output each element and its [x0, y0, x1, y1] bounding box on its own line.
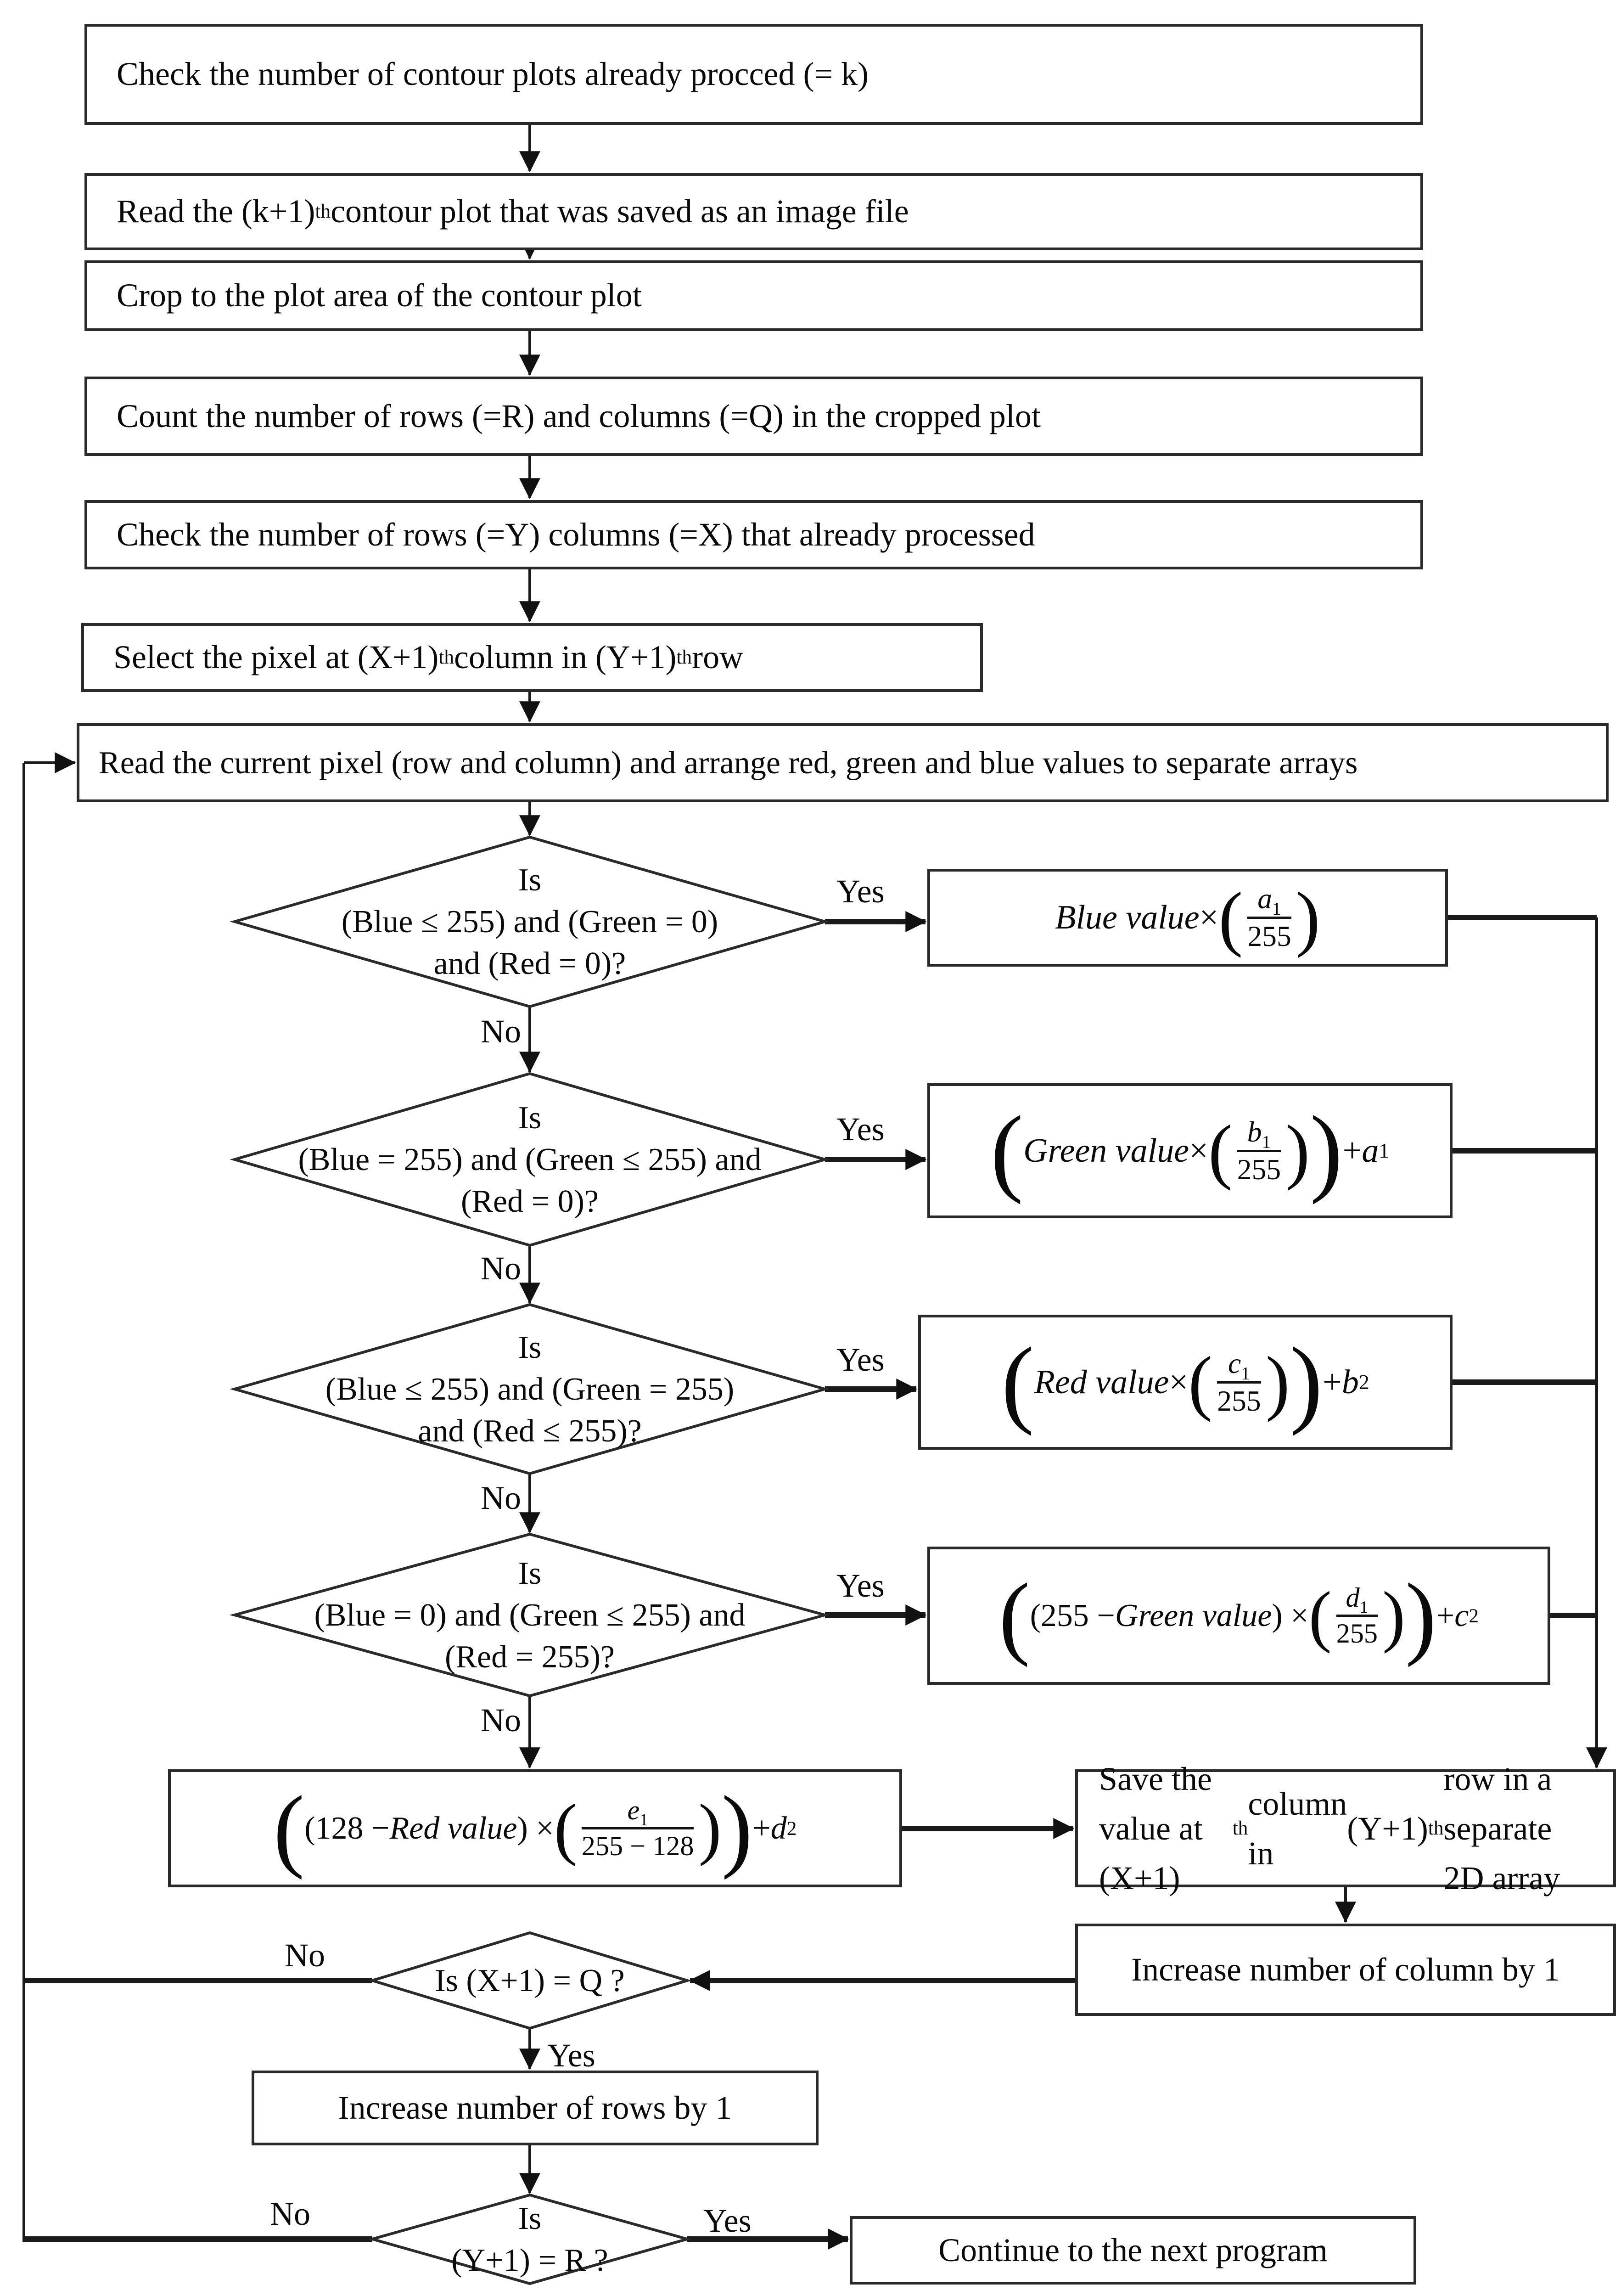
process-box-check-rows-cols: Check the number of rows (=Y) columns (=…: [84, 500, 1423, 569]
process-box-read-plot: Read the (k+1)th contour plot that was s…: [84, 173, 1423, 250]
decision-diamond-1: [230, 835, 830, 1008]
no-label-d6: No: [270, 2195, 310, 2232]
decision-line: Is: [518, 2201, 542, 2236]
process-box-continue: Continue to the next program: [850, 2216, 1416, 2285]
yes-label-d6: Yes: [703, 2202, 752, 2239]
decision-diamond-6: [367, 2193, 693, 2285]
no-label-d5: No: [285, 1937, 325, 1974]
decision-line: (Red = 255)?: [445, 1639, 615, 1675]
decision-text-red: Is (Blue ≤ 255) and (Green = 255) and (R…: [235, 1315, 825, 1464]
decision-line: (Blue = 0) and (Green ≤ 255) and: [314, 1598, 746, 1633]
process-box-select-pixel: Select the pixel at (X+1)th column in (Y…: [81, 623, 983, 692]
decision-text-green-inverse: Is (Blue = 0) and (Green ≤ 255) and (Red…: [235, 1541, 825, 1690]
decision-diamond-3: [230, 1303, 830, 1475]
yes-label-d2: Yes: [836, 1111, 885, 1148]
process-box-count-rows-cols: Count the number of rows (=R) and column…: [84, 377, 1423, 456]
decision-line: and (Red = 0)?: [433, 946, 626, 981]
process-box-read-pixel: Read the current pixel (row and column) …: [77, 723, 1609, 802]
process-box-increase-column: Increase number of column by 1: [1075, 1924, 1616, 2016]
no-label-d1: No: [481, 1013, 521, 1050]
yes-label-d4: Yes: [836, 1567, 885, 1604]
process-box-increase-rows: Increase number of rows by 1: [252, 2071, 819, 2145]
decision-line: Is: [518, 1556, 542, 1591]
decision-line: Is (X+1) = Q ?: [435, 1963, 625, 1998]
decision-diamond-5: [367, 1931, 692, 2030]
decision-line: (Blue ≤ 255) and (Green = 0): [341, 904, 718, 940]
decision-line: Is: [518, 1330, 542, 1365]
decision-text-row-done: Is (Y+1) = R ?: [372, 2198, 687, 2281]
yes-label-d3: Yes: [836, 1341, 885, 1378]
decision-line: (Y+1) = R ?: [451, 2243, 608, 2278]
process-box-save-value: Save the value at (X+1)th column in(Y+1)…: [1075, 1761, 1616, 1896]
no-label-d3: No: [481, 1480, 521, 1516]
decision-line: (Blue = 255) and (Green ≤ 255) and: [298, 1142, 762, 1177]
no-label-d2: No: [481, 1250, 521, 1287]
decision-line: Is: [518, 1100, 542, 1136]
decision-text-column-done: Is (X+1) = Q ?: [372, 1942, 687, 2019]
process-box-crop-plot: Crop to the plot area of the contour plo…: [84, 260, 1423, 331]
decision-text-blue: Is (Blue ≤ 255) and (Green = 0) and (Red…: [235, 847, 825, 996]
decision-line: and (Red ≤ 255)?: [418, 1413, 642, 1449]
decision-line: Is: [518, 862, 542, 898]
decision-diamond-2: [230, 1072, 830, 1247]
process-box-check-count: Check the number of contour plots alread…: [84, 24, 1423, 125]
decision-line: (Red = 0)?: [461, 1184, 599, 1219]
decision-diamond-4: [229, 1532, 830, 1698]
yes-label-d1: Yes: [836, 873, 885, 910]
yes-label-d5: Yes: [547, 2037, 595, 2074]
decision-text-green: Is (Blue = 255) and (Green ≤ 255) and (R…: [235, 1085, 825, 1234]
no-label-d4: No: [481, 1702, 521, 1739]
decision-line: (Blue ≤ 255) and (Green = 255): [325, 1372, 735, 1407]
